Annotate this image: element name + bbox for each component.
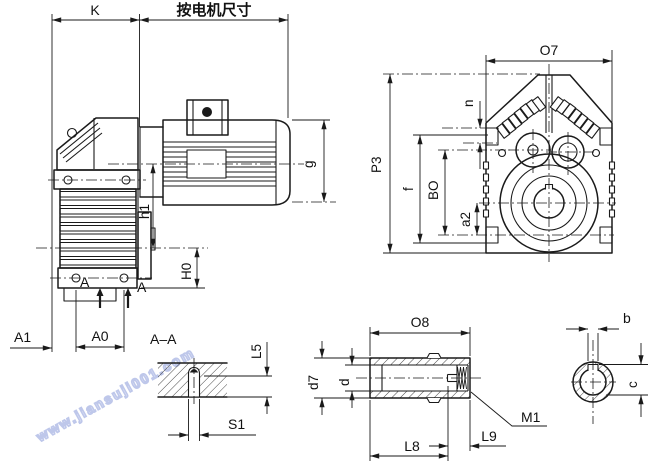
bolt-hole xyxy=(66,127,78,139)
terminal-box xyxy=(186,99,229,136)
output-shaft-boss xyxy=(137,211,152,280)
side-view: K 按电机尺寸 xyxy=(10,1,336,352)
gearbox-housing xyxy=(36,117,208,302)
dim-label-l8: L8 xyxy=(404,438,420,454)
cooling-fins xyxy=(495,96,601,139)
dim-label-d: d xyxy=(337,378,352,386)
dim-label-l9: L9 xyxy=(481,428,497,444)
dim-label-n: n xyxy=(461,99,476,107)
dim-label-f: f xyxy=(401,187,416,191)
dim-label-b: b xyxy=(623,310,631,326)
dim-label-h0: H0 xyxy=(179,263,194,280)
hollow-shaft-view: O8 d7 d L8 L9 M1 xyxy=(306,314,547,461)
cable-gland xyxy=(202,107,212,117)
dim-label-motor-length: 按电机尺寸 xyxy=(176,1,251,19)
motor-fins xyxy=(163,151,276,178)
dim-label-c: c xyxy=(625,381,640,388)
dim-label-bo: BO xyxy=(426,180,441,200)
base-foot xyxy=(63,287,117,302)
section-aa-view: A–A L5 S1 xyxy=(150,331,272,441)
housing-outline xyxy=(485,74,613,254)
bolt-hole xyxy=(591,148,601,158)
dim-label-o7: O7 xyxy=(540,42,559,58)
mount-lug xyxy=(485,127,499,146)
dim-label-d7: d7 xyxy=(306,375,321,390)
dim-label-m1: M1 xyxy=(521,409,541,425)
section-label-a-left: A xyxy=(80,274,90,290)
section-cut-marks: A A xyxy=(80,274,147,308)
mount-lug xyxy=(599,127,613,146)
dim-label-g: g xyxy=(301,160,316,168)
motor-adapter xyxy=(139,126,164,198)
dim-label-l5: L5 xyxy=(249,344,264,359)
rear-view: O7 n P3 f BO a2 xyxy=(369,42,616,262)
shaft-bore-section-view: b c xyxy=(566,310,648,424)
leader-line-m1 xyxy=(470,391,547,427)
dim-label-s1: S1 xyxy=(228,416,245,432)
dim-label-a0: A0 xyxy=(91,328,108,344)
section-label-a-right: A xyxy=(137,279,147,295)
dim-label-k: K xyxy=(90,2,100,18)
dim-label-p3: P3 xyxy=(369,156,384,173)
motor xyxy=(108,99,304,206)
dim-label-h1: h1 xyxy=(137,204,152,219)
bolt-hole xyxy=(497,148,507,158)
dim-label-o8: O8 xyxy=(411,314,430,330)
edge-serrations xyxy=(482,161,616,218)
section-title: A–A xyxy=(150,331,177,347)
dim-label-a1: A1 xyxy=(14,329,31,345)
retaining-ring-boss xyxy=(426,352,442,359)
dim-label-a2: a2 xyxy=(458,212,473,227)
